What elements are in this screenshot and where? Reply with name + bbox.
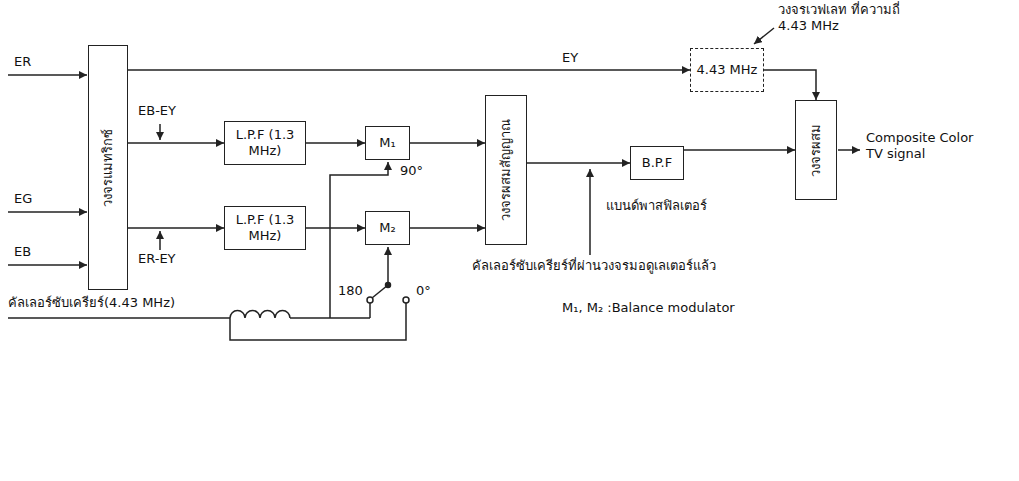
phase-label: 180: [336, 283, 365, 299]
filter-box: B.P.F: [630, 146, 684, 180]
leader-arrow: [589, 169, 591, 255]
signal-name: EY: [560, 50, 580, 66]
matrix-box: วงจรแมทริกซ์: [88, 45, 128, 290]
signal-name: ER-EY: [136, 251, 178, 267]
node-text: L.P.F (1.3 MHz): [229, 212, 301, 243]
signal-connector: [684, 149, 795, 151]
switch-pivot: [386, 283, 391, 288]
filter-box: L.P.F (1.3 MHz): [224, 121, 306, 165]
signal-connector: [306, 142, 365, 144]
output-wire: [838, 149, 860, 151]
node-text: L.P.F (1.3 MHz): [229, 127, 301, 158]
callout-text: แบนด์พาสฟิลเตอร์: [604, 198, 709, 214]
modulator-box: M₁: [365, 126, 410, 160]
signal-name: คัลเลอร์ซับเครียร์(4.43 MHz): [6, 295, 177, 311]
callout-text: คัลเลอร์ซับเครียร์ที่ผ่านวงจรมอดูเลเตอร์…: [470, 258, 718, 274]
node-text: 4.43 MHz: [697, 62, 758, 78]
input-wire: [8, 264, 87, 266]
node-text: วงจรผสมสัญญาณ: [498, 119, 514, 221]
node-text: M₁: [379, 135, 395, 151]
m2-carrier-wire: [387, 247, 389, 285]
coil-symbol: [230, 311, 290, 319]
signal-connector: [128, 69, 690, 71]
signal-connector: [764, 70, 816, 100]
modulator-box: M₂: [365, 211, 410, 245]
filter-box: L.P.F (1.3 MHz): [224, 206, 306, 250]
switch-wire: [369, 303, 371, 318]
signal-name: EG: [12, 191, 34, 207]
signal-name: EB: [12, 244, 33, 260]
note-text: M₁, M₂ :Balance modulator: [560, 300, 737, 316]
pointer-arrow: [159, 124, 161, 140]
signal-connector: [128, 142, 224, 144]
pointer-arrow: [159, 231, 161, 250]
switch-contact: [403, 297, 409, 303]
phase-label: 0°: [414, 283, 433, 299]
mixer-box: วงจรผสม: [795, 100, 837, 200]
signal-connector: [410, 227, 485, 229]
signal-name: EB-EY: [136, 103, 178, 119]
output-label: Composite Color TV signal: [864, 130, 993, 163]
switch-contact: [367, 297, 373, 303]
signal-connector: [410, 142, 485, 144]
phase-label: 90°: [398, 163, 425, 179]
signal-connector: [306, 227, 365, 229]
signal-name: ER: [12, 54, 33, 70]
node-text: B.P.F: [642, 155, 672, 171]
leader-arrow: [754, 28, 774, 44]
mixer-box: วงจรผสมสัญญาณ: [485, 95, 527, 245]
subcarrier-wire: [8, 317, 230, 319]
node-text: M₂: [379, 220, 395, 236]
callout-text: วงจรเวฟเลท ที่ความถี่ 4.43 MHz: [776, 2, 920, 35]
input-wire: [8, 211, 87, 213]
node-text: วงจรผสม: [808, 124, 824, 177]
switch-wire: [230, 303, 406, 340]
signal-connector: [128, 227, 224, 229]
signal-connector: [527, 162, 630, 164]
trap-box: 4.43 MHz: [690, 48, 764, 92]
input-wire: [8, 74, 87, 76]
node-text: วงจรแมทริกซ์: [100, 129, 116, 207]
